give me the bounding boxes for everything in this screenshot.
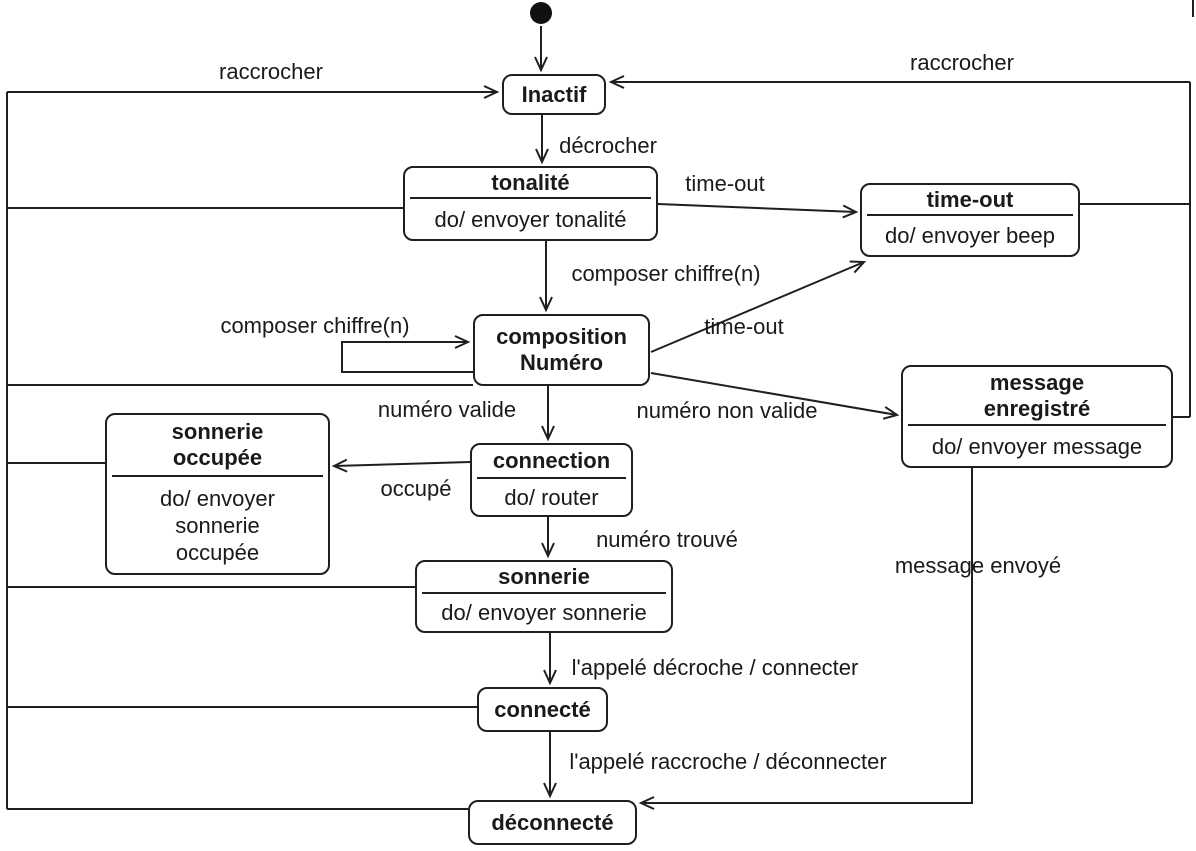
label-numero-valide: numéro valide: [377, 397, 517, 422]
state-title: sonnerie occupée: [112, 415, 323, 477]
state-inactif: Inactif: [502, 74, 606, 115]
state-activity: do/ router: [504, 484, 599, 510]
state-connecte: connecté: [477, 687, 608, 732]
label-decrocher: décrocher: [559, 133, 657, 158]
label-composer-chiffre-self: composer chiffre(n): [220, 313, 410, 338]
edge-raccrocher-right-bus: [608, 0, 1194, 418]
state-title: déconnecté: [491, 809, 614, 835]
label-raccrocher-right: raccrocher: [910, 50, 1014, 75]
state-message-enregistre: message enregistré do/ envoyer message: [901, 365, 1173, 468]
label-time-out-composition: time-out: [704, 314, 784, 339]
state-title: message enregistré: [908, 367, 1166, 426]
edge-message-envoye: [638, 468, 973, 810]
label-occupe: occupé: [380, 476, 452, 501]
state-activity: do/ envoyer sonnerie occupée: [160, 485, 275, 565]
state-title: Inactif: [521, 81, 587, 107]
label-time-out-tonalite: time-out: [685, 171, 765, 196]
state-title: composition Numéro: [496, 324, 627, 375]
state-title: connecté: [494, 696, 591, 722]
state-sonnerie-occupee: sonnerie occupée do/ envoyer sonnerie oc…: [105, 413, 330, 575]
state-sonnerie: sonnerie do/ envoyer sonnerie: [415, 560, 673, 633]
state-tonalite: tonalité do/ envoyer tonalité: [403, 166, 658, 241]
edge-timeout-from-composition: [650, 260, 867, 353]
label-composer-chiffre: composer chiffre(n): [571, 261, 761, 286]
edge-composer-chiffre-self-loop: [341, 335, 475, 373]
edge-numero-non-valide: [650, 372, 900, 420]
label-numero-non-valide: numéro non valide: [636, 398, 818, 423]
state-deconnecte: déconnecté: [468, 800, 637, 845]
label-appele-raccroche: l'appelé raccroche / déconnecter: [569, 749, 887, 774]
state-activity: do/ envoyer tonalité: [434, 206, 627, 232]
edge-occupe: [331, 458, 471, 473]
state-activity: do/ envoyer beep: [884, 223, 1056, 248]
state-activity: do/ envoyer message: [931, 433, 1143, 459]
state-title: time-out: [867, 185, 1073, 216]
state-title: sonnerie: [422, 562, 666, 594]
state-composition-numero: composition Numéro: [473, 314, 650, 386]
label-appele-decroche: l'appelé décroche / connecter: [571, 655, 859, 680]
label-raccrocher-left: raccrocher: [219, 59, 323, 84]
edge-raccrocher-left-bus: [6, 85, 500, 810]
label-numero-trouve: numéro trouvé: [596, 527, 738, 552]
edge-timeout-from-tonalite: [657, 203, 859, 219]
state-activity: do/ envoyer sonnerie: [441, 600, 647, 625]
initial-state-dot: [530, 2, 552, 24]
state-title: tonalité: [410, 168, 651, 199]
label-message-envoye: message envoyé: [894, 553, 1062, 578]
state-time-out: time-out do/ envoyer beep: [860, 183, 1080, 257]
state-connection: connection do/ router: [470, 443, 633, 517]
state-title: connection: [477, 445, 626, 479]
